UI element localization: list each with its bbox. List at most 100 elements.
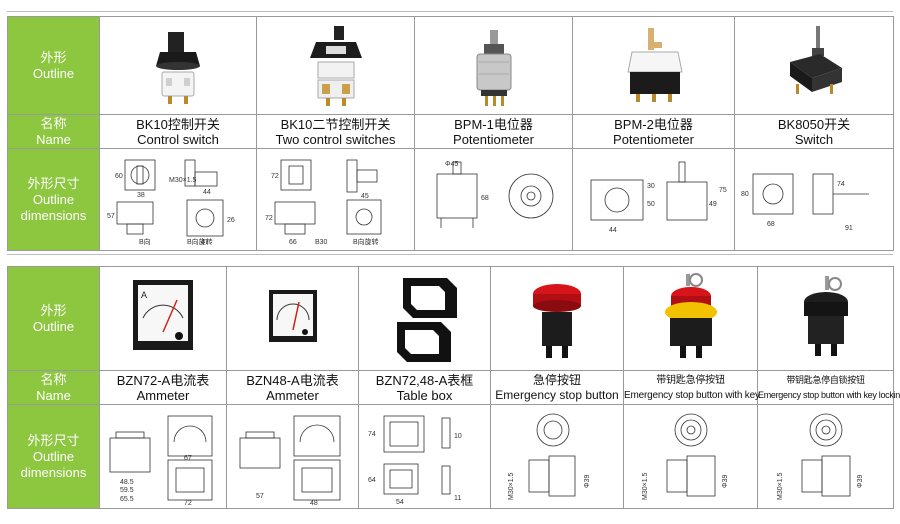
svg-text:M30×1.5: M30×1.5 [642,472,649,500]
svg-text:30: 30 [647,183,655,190]
svg-text:72: 72 [271,173,279,180]
drawing-emergency-stop-key-lock: M30×1.5 Φ39 [757,404,894,509]
svg-text:26: 26 [227,217,235,224]
svg-text:M30×1.5: M30×1.5 [777,472,784,500]
svg-text:72: 72 [184,500,192,506]
dimension-drawing: 48.5 59.5 65.5 67 72 [109,415,213,506]
svg-text:44: 44 [609,227,617,234]
svg-text:65.5: 65.5 [120,496,134,503]
drawing-bpm1: Φ45 68 [414,148,573,251]
dimension-drawing: 80 68 74 91 [741,173,869,232]
photo-emergency-stop [490,266,624,371]
svg-text:72: 72 [265,215,273,222]
svg-text:74: 74 [368,431,376,438]
photo-bpm1 [414,16,573,115]
drawing-emergency-stop-key: M30×1.5 Φ39 [623,404,758,509]
svg-text:A: A [141,290,147,300]
svg-text:47: 47 [201,239,209,246]
svg-text:B向: B向 [139,237,151,246]
photo-bk10 [99,16,257,115]
dimension-drawing: 72 45 72 66 B30 B向旋转 [265,159,381,246]
svg-text:67: 67 [184,455,192,462]
svg-text:B向旋转: B向旋转 [187,237,213,246]
photo-bzn48 [226,266,359,371]
svg-text:57: 57 [256,493,264,500]
svg-text:10: 10 [454,433,462,440]
svg-text:68: 68 [767,221,775,228]
dimension-drawing: 74 10 64 54 11 [368,415,462,506]
svg-text:68: 68 [481,195,489,202]
product-name-bpm2: BPM-2电位器 Potentiometer [572,114,735,149]
svg-text:48.5: 48.5 [120,479,134,486]
svg-text:B30: B30 [315,239,328,246]
product-name-bzn72: BZN72-A电流表 Ammeter [99,370,227,405]
outline-row: 外形 Outline A [7,266,894,371]
svg-text:49: 49 [709,201,717,208]
svg-text:44: 44 [203,189,211,196]
svg-text:60: 60 [115,173,123,180]
name-row: 名称 Name BK10控制开关 Control switch BK10二节控制… [7,114,894,149]
drawing-bzn72: 48.5 59.5 65.5 67 72 [99,404,227,509]
name-row: 名称 Name BZN72-A电流表 Ammeter BZN48-A电流表 Am… [7,370,900,405]
svg-text:80: 80 [741,191,749,198]
ammeter-48-photo [268,289,317,342]
svg-text:Φ45: Φ45 [445,161,458,168]
svg-text:48: 48 [310,500,318,506]
two-stage-switch-photo [309,25,362,106]
svg-text:11: 11 [454,495,461,502]
photo-bk10-two [256,16,415,115]
top-rule [7,11,893,12]
svg-text:91: 91 [845,225,853,232]
photo-bpm2 [572,16,735,115]
dimension-drawing: M30×1.5 Φ39 [777,413,864,500]
emergency-stop-photo [533,283,581,358]
product-name-emergency-stop-key-lock: 带钥匙急停自锁按钮 Emergency stop button with key… [757,370,900,405]
dimension-drawing: 57 48 [239,415,340,506]
drawing-bk8050: 80 68 74 91 [734,148,894,251]
dimension-drawing: Φ45 68 [436,161,553,228]
svg-text:66: 66 [289,239,297,246]
svg-text:54: 54 [396,499,404,506]
row-label-name: 名称 Name [7,370,100,405]
drawing-emergency-stop: M30×1.5 Φ39 [490,404,624,509]
ammeter-72-photo: A [133,279,193,350]
product-name-emergency-stop-key: 带钥匙急停按钮 Emergency stop button with key [623,370,760,405]
row-label-dimensions: 外形尺寸 Outline dimensions [7,404,100,509]
svg-text:Φ39: Φ39 [722,474,729,487]
product-name-frames: BZN72,48-A表框 Table box [358,370,491,405]
row-label-name: 名称 Name [7,114,100,149]
product-name-emergency-stop: 急停按钮 Emergency stop button [490,370,624,405]
photo-frames [358,266,491,371]
potentiometer-2-photo [626,27,683,102]
product-name-bk8050: BK8050开关 Switch [734,114,894,149]
dimension-drawing: M30×1.5 Φ39 [642,413,729,500]
svg-text:74: 74 [837,181,845,188]
emergency-stop-key-photo [664,272,717,358]
drawing-bk10: 60 M30×1.5 38 44 57 26 47 B向 B向旋转 [99,148,257,251]
spec-table-meters-buttons: 外形 Outline A [7,266,900,509]
svg-text:Φ39: Φ39 [857,474,864,487]
svg-text:38: 38 [137,192,145,199]
product-name-bk10: BK10控制开关 Control switch [99,114,257,149]
svg-text:75: 75 [719,187,727,194]
svg-text:45: 45 [361,193,369,200]
product-name-bpm1: BPM-1电位器 Potentiometer [414,114,573,149]
product-name-bzn48: BZN48-A电流表 Ammeter [226,370,359,405]
photo-emergency-stop-key-lock [757,266,894,371]
svg-text:Φ39: Φ39 [584,474,591,487]
svg-text:64: 64 [368,477,376,484]
meter-frames-photo [396,277,457,362]
product-name-bk10-two: BK10二节控制开关 Two control switches [256,114,415,149]
bk8050-switch-photo [790,25,842,94]
svg-text:50: 50 [647,201,655,208]
row-label-outline: 外形 Outline [7,16,100,115]
drawing-bk10-two: 72 45 72 66 B30 B向旋转 [256,148,415,251]
drawing-bzn48: 57 48 [226,404,359,509]
drawing-bpm2: 30 50 44 49 75 [572,148,735,251]
svg-text:M30×1.5: M30×1.5 [169,177,197,184]
potentiometer-photo [476,29,511,106]
emergency-stop-key-lock-photo [803,275,848,356]
svg-text:M30×1.5: M30×1.5 [508,472,515,500]
svg-text:59.5: 59.5 [120,487,134,494]
dimensions-row: 外形尺寸 Outline dimensions 48.5 59.5 65.5 6… [7,404,894,509]
